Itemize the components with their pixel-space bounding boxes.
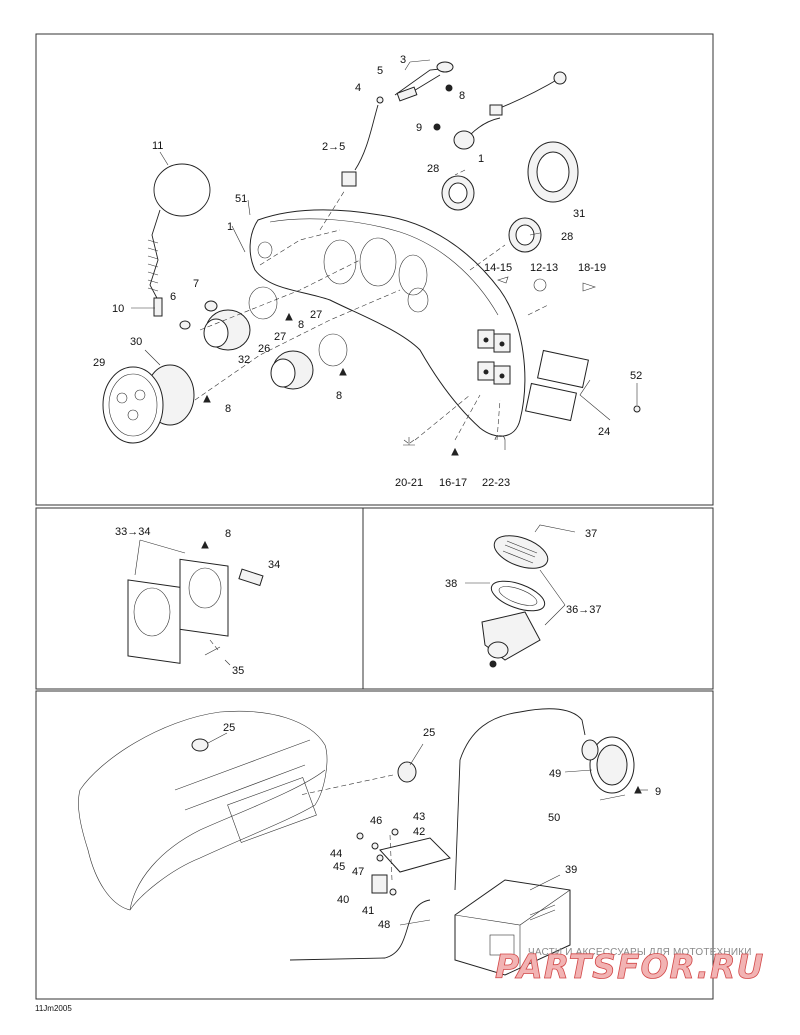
label-28: 28 (427, 163, 439, 175)
label-24: 24 (598, 426, 610, 438)
label-37: 37 (585, 528, 597, 540)
label-8: 8 (459, 90, 465, 102)
bezel-rings (441, 141, 579, 253)
audio-panel-frame (35, 690, 714, 1000)
wire-2-5 (341, 104, 379, 187)
radio-unit (454, 879, 571, 976)
label-25: 25 (223, 722, 235, 734)
label-47: 47 (352, 866, 364, 878)
speedometer (102, 364, 195, 444)
label-40: 40 (337, 894, 349, 906)
label-29: 29 (93, 357, 105, 369)
label-7: 7 (193, 278, 199, 290)
label-10: 10 (112, 303, 124, 315)
socket-assembly (465, 524, 576, 668)
label-4: 4 (355, 82, 361, 94)
leader-lines-main (194, 169, 549, 441)
label-30: 30 (130, 336, 142, 348)
label-50: 50 (548, 812, 560, 824)
label-42: 42 (413, 826, 425, 838)
labels-main: 3 5 4 8 9 1 2→5 11 28 31 51 1 28 14-15 1… (93, 54, 642, 489)
label-12-13: 12-13 (530, 262, 558, 274)
labels-gauge: 33→34 8 34 35 (115, 526, 280, 677)
label-41: 41 (362, 905, 374, 917)
label-26: 26 (258, 343, 270, 355)
label-8d: 8 (336, 390, 342, 402)
gauges (179, 286, 348, 390)
label-31: 31 (573, 208, 585, 220)
label-44: 44 (330, 848, 342, 860)
drawing-code: 11Jm2005 (35, 1004, 72, 1013)
label-2-5: 2→5 (322, 141, 345, 153)
gauge-assembly (127, 539, 264, 666)
label-18-19: 18-19 (578, 262, 606, 274)
label-8b: 8 (298, 319, 304, 331)
bolt-icons (203, 312, 641, 456)
label-39: 39 (565, 864, 577, 876)
label-27: 27 (310, 309, 322, 321)
label-20-21: 20-21 (395, 477, 423, 489)
label-25b: 25 (423, 727, 435, 739)
label-16-17: 16-17 (439, 477, 467, 489)
label-36-37: 36→37 (566, 604, 601, 616)
speaker-assembly (454, 708, 648, 891)
label-5: 5 (377, 65, 383, 77)
label-3: 3 (400, 54, 406, 66)
callout-lines-main (131, 59, 638, 421)
label-45: 45 (333, 861, 345, 873)
socket-panel-frame (362, 507, 714, 690)
label-9: 9 (655, 786, 661, 798)
leader-lines-audio (207, 732, 593, 926)
console-shell (78, 711, 328, 911)
label-6: 6 (170, 291, 176, 303)
decals (524, 349, 590, 422)
label-1b: 1 (227, 221, 233, 233)
label-8: 8 (225, 528, 231, 540)
label-9: 9 (416, 122, 422, 134)
label-43: 43 (413, 811, 425, 823)
watermark-brand: PARTSFOR.RU (495, 947, 764, 986)
label-35: 35 (232, 665, 244, 677)
label-1: 1 (478, 153, 484, 165)
label-34: 34 (268, 559, 280, 571)
label-8c: 8 (225, 403, 231, 415)
labels-socket: 37 38 36→37 (445, 528, 601, 616)
ignition-switch (376, 61, 567, 150)
label-46: 46 (370, 815, 382, 827)
dashboard-console (249, 209, 526, 437)
label-52: 52 (630, 370, 642, 382)
bulb-icons (403, 276, 596, 450)
bracket-assembly (191, 738, 451, 961)
label-51: 51 (235, 193, 247, 205)
main-panel-frame (35, 33, 714, 506)
label-49: 49 (549, 768, 561, 780)
label-27b: 27 (274, 331, 286, 343)
label-11: 11 (152, 140, 163, 152)
label-33-34: 33→34 (115, 526, 150, 538)
label-38: 38 (445, 578, 457, 590)
label-32: 32 (238, 354, 250, 366)
label-22-23: 22-23 (482, 477, 510, 489)
label-28b: 28 (561, 231, 573, 243)
watermark-caption: ЧАСТИ И АКСЕССУАРЫ ДЛЯ МОТОТЕХНИКИ (528, 947, 752, 958)
labels-audio: 25 25 49 9 50 43 46 42 44 45 47 39 40 41… (223, 722, 661, 931)
label-48: 48 (378, 919, 390, 931)
label-14-15: 14-15 (484, 262, 512, 274)
coiled-cable (147, 163, 211, 317)
